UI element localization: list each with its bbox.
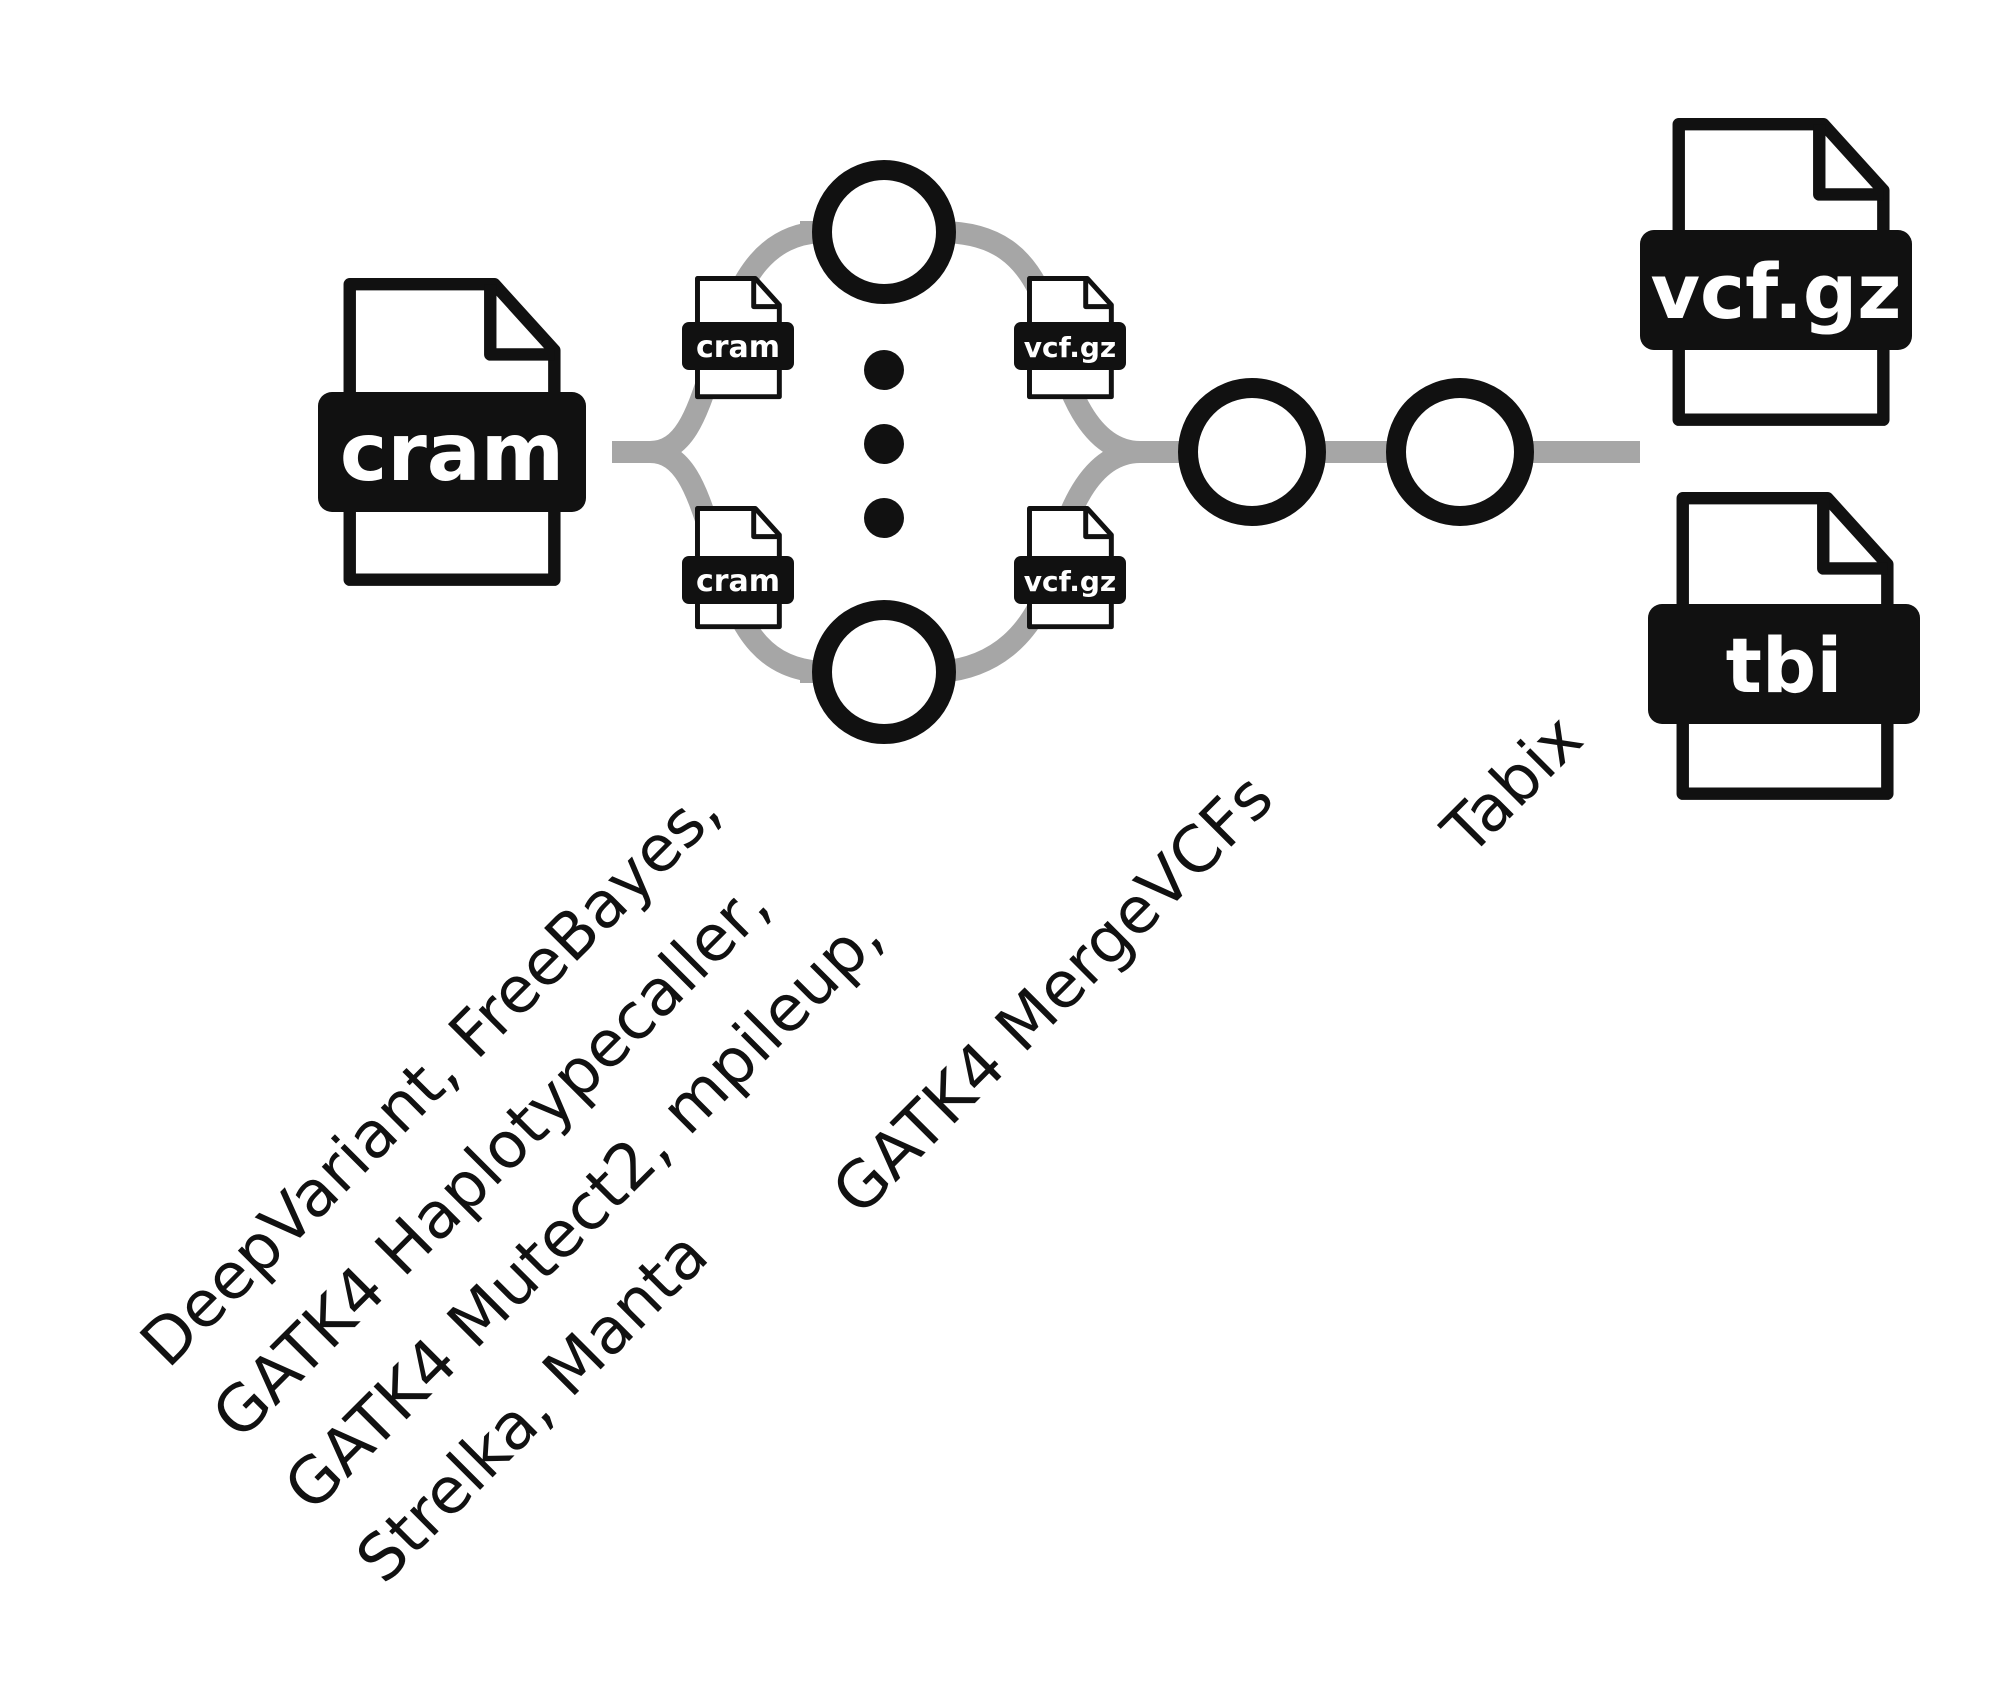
split-in-bottom-label: cram <box>696 564 780 599</box>
variant-caller-labels: DeepVariant, FreeBayes, GATK4 Haplotypec… <box>127 773 897 1597</box>
split-out-bottom-label: vcf.gz <box>1024 565 1116 598</box>
split-in-top-label: cram <box>696 330 780 365</box>
variant-caller-label-2: GATK4 Haplotypecaller, <box>199 868 785 1454</box>
output-vcf-label: vcf.gz <box>1650 247 1901 336</box>
split-vcf-top-icon: vcf.gz <box>1014 278 1126 396</box>
variant-caller-node-top <box>812 160 956 304</box>
variant-caller-node-bottom <box>812 600 956 744</box>
output-vcf-file-icon: vcf.gz <box>1640 124 1912 420</box>
split-out-top-label: vcf.gz <box>1024 331 1116 364</box>
split-cram-bottom-icon: cram <box>682 508 794 626</box>
parallel-ellipsis-icon <box>864 350 904 538</box>
tabix-node <box>1386 378 1534 526</box>
tabix-label: Tabix <box>1428 701 1597 870</box>
merge-vcfs-node <box>1178 378 1326 526</box>
split-vcf-bottom-icon: vcf.gz <box>1014 508 1126 626</box>
output-tbi-file-icon: tbi <box>1648 498 1920 794</box>
process-nodes <box>812 160 1534 744</box>
merge-vcfs-label: GATK4 MergeVCFs <box>819 761 1288 1230</box>
input-cram-file-icon: cram <box>318 284 586 580</box>
output-tbi-label: tbi <box>1726 621 1843 710</box>
input-file-label: cram <box>340 406 564 499</box>
split-cram-top-icon: cram <box>682 278 794 396</box>
variant-caller-label-3: GATK4 Mutect2, mpileup, <box>271 899 897 1525</box>
